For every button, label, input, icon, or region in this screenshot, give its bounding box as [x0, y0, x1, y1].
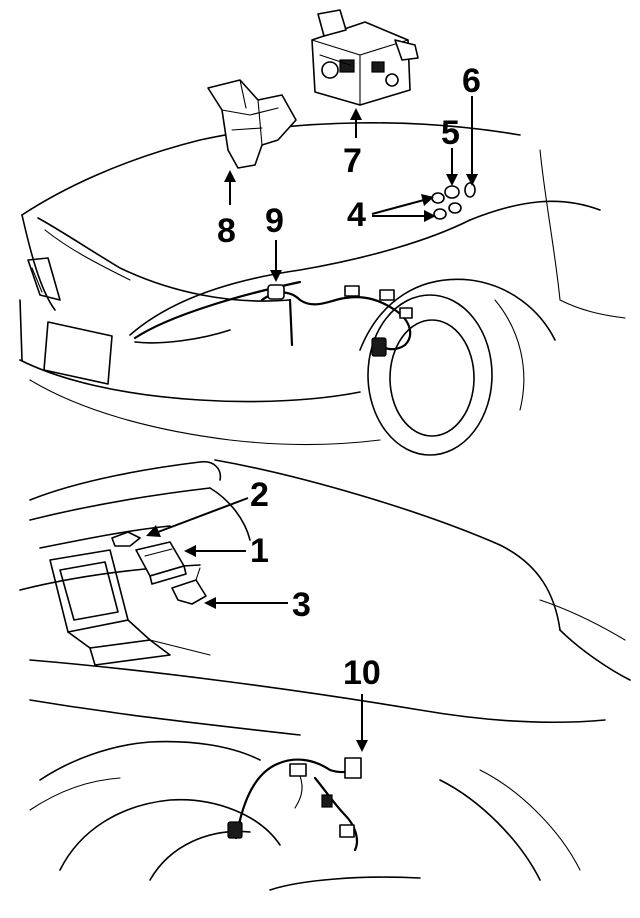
interior-console-illustration [19, 459, 631, 724]
callout-2: 2 [146, 476, 269, 537]
rear-body-illustration [29, 699, 581, 891]
rear-sensor-harness [227, 757, 362, 852]
callout-label-9: 9 [265, 202, 284, 240]
front-wheel-speed-sensor-harness [260, 284, 413, 357]
callout-label-2: 2 [250, 476, 269, 514]
callout-8: 8 [217, 170, 236, 250]
callout-label-8: 8 [217, 212, 236, 250]
callout-label-1: 1 [250, 532, 269, 570]
callout-10: 10 [343, 654, 381, 752]
callout-label-4: 4 [347, 196, 366, 234]
callout-label-7: 7 [343, 142, 362, 180]
callout-6: 6 [462, 62, 481, 186]
car-front-illustration [19, 122, 626, 456]
callout-label-10: 10 [343, 654, 381, 692]
callout-label-3: 3 [292, 586, 311, 624]
callout-7: 7 [343, 108, 362, 180]
bracket-part [207, 79, 297, 169]
abs-modulator-part [311, 9, 419, 106]
callout-label-6: 6 [462, 62, 481, 100]
callout-label-5: 5 [441, 114, 460, 152]
callout-1: 1 [184, 532, 269, 570]
callout-9: 9 [265, 202, 284, 282]
bushing-parts [431, 182, 476, 220]
callout-4: 4 [347, 194, 436, 234]
callout-5: 5 [441, 114, 460, 186]
callout-3: 3 [204, 586, 311, 624]
